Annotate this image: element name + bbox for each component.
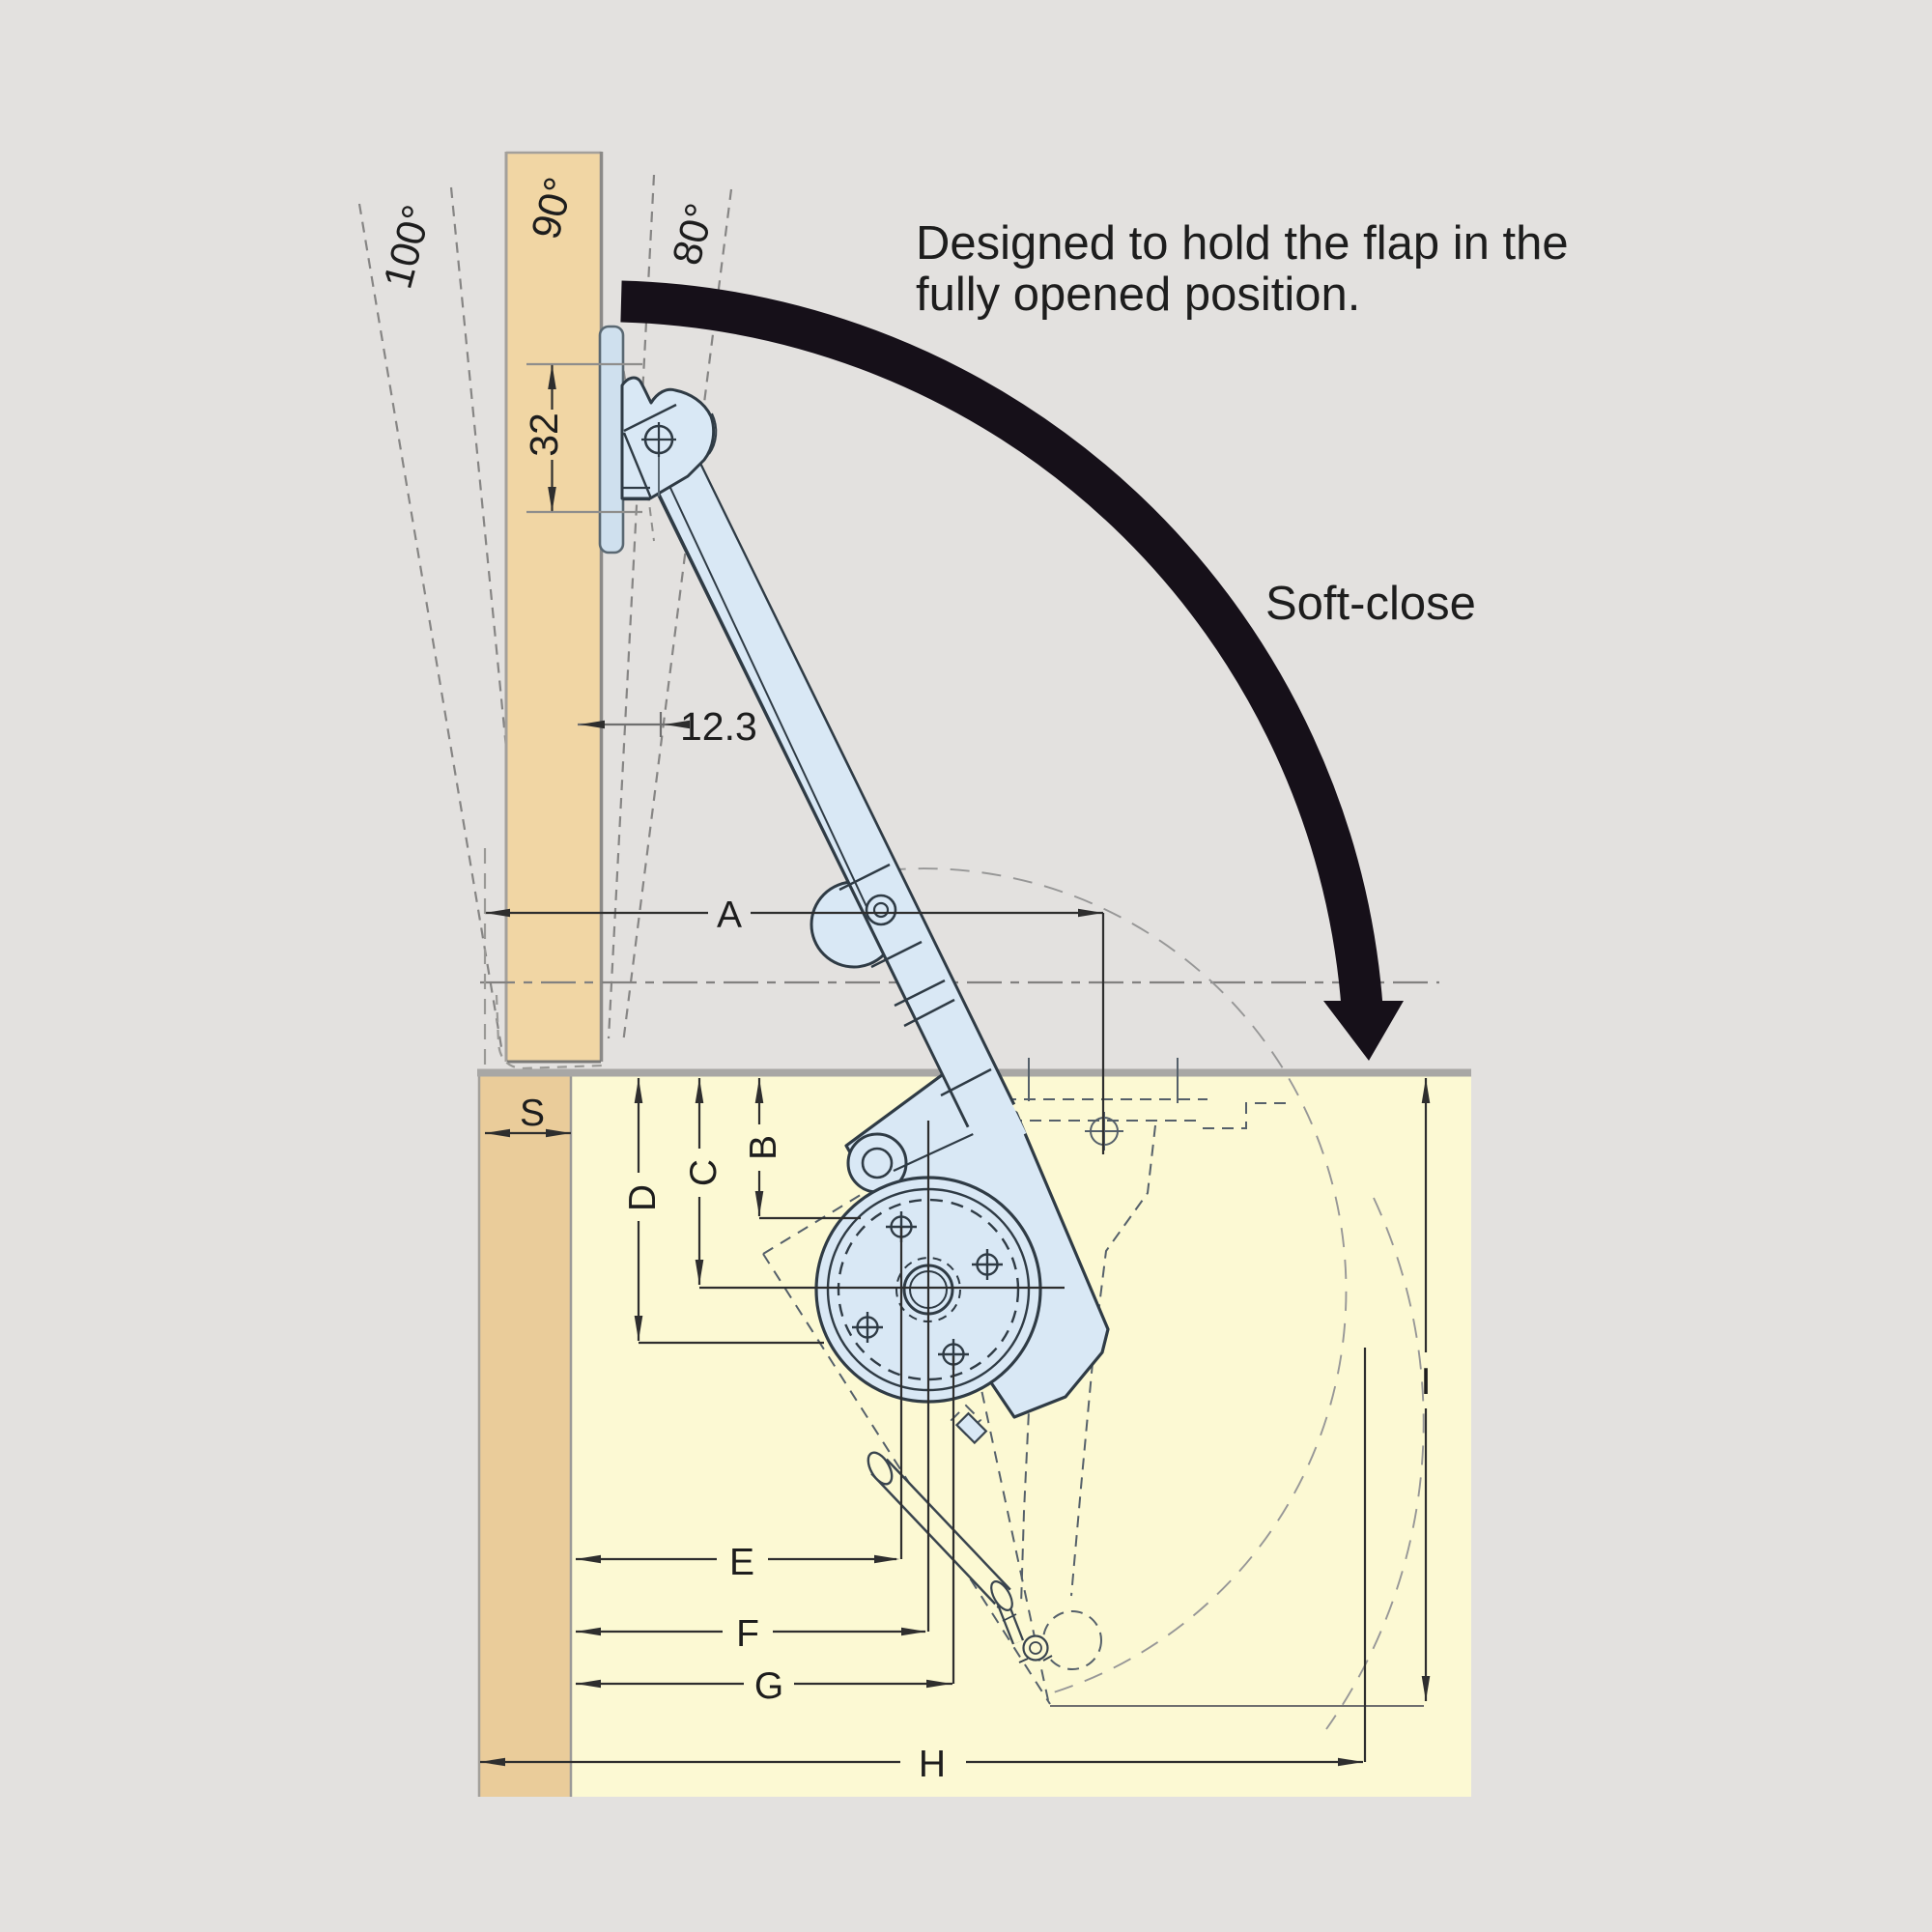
svg-text:A: A <box>717 895 742 936</box>
svg-text:F: F <box>736 1613 759 1655</box>
svg-text:G: G <box>754 1665 783 1707</box>
svg-text:D: D <box>622 1184 664 1211</box>
svg-text:fully opened position.: fully opened position. <box>916 269 1360 321</box>
svg-text:I: I <box>1421 1361 1432 1403</box>
svg-text:12.3: 12.3 <box>680 704 757 749</box>
svg-text:C: C <box>683 1159 724 1186</box>
svg-text:Designed to hold the flap in t: Designed to hold the flap in the <box>916 217 1569 270</box>
svg-text:Soft-close: Soft-close <box>1265 578 1476 630</box>
svg-text:H: H <box>919 1744 946 1785</box>
svg-text:S: S <box>520 1093 545 1134</box>
svg-text:32: 32 <box>522 412 566 457</box>
svg-text:E: E <box>729 1542 754 1583</box>
svg-text:B: B <box>743 1135 784 1160</box>
